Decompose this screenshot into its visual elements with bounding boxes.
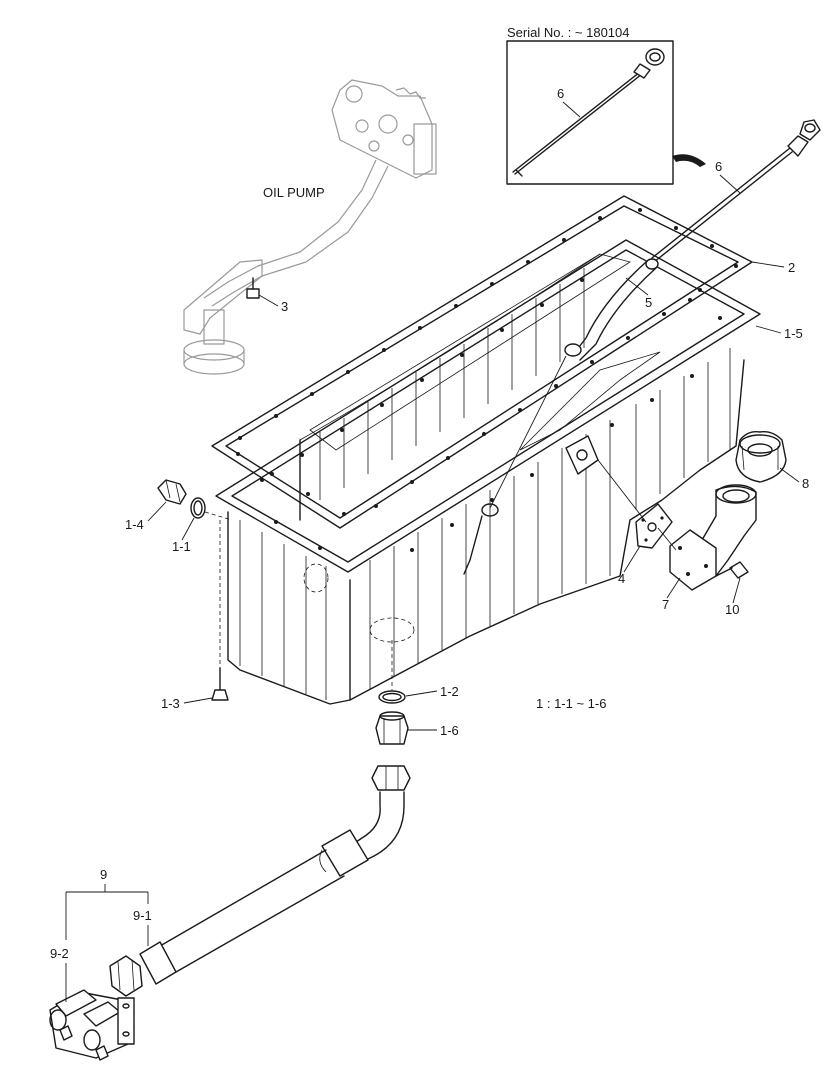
callout-7: 7 <box>662 597 669 612</box>
callout-2: 2 <box>788 260 795 275</box>
inset-arrow <box>672 154 706 167</box>
serial-label: Serial No. : ~ 180104 <box>507 25 630 40</box>
callout-10: 10 <box>725 602 739 617</box>
hose-9: 9 9-1 9-2 <box>49 765 411 1061</box>
oring-1-2: 1-2 <box>378 640 459 704</box>
callout-1-3: 1-3 <box>161 696 180 711</box>
legend-text: 1 : 1-1 ~ 1-6 <box>536 696 606 711</box>
oil-pump: OIL PUMP <box>183 79 437 375</box>
plug-1-4: 1-4 <box>125 479 187 532</box>
guide-tube-5: 5 <box>489 258 659 509</box>
callout-3: 3 <box>281 299 288 314</box>
callout-5: 5 <box>645 295 652 310</box>
callout-1-2: 1-2 <box>440 684 459 699</box>
pan-inner-ribs <box>319 268 585 500</box>
serial-inset: Serial No. : ~ 180104 6 <box>506 25 706 185</box>
oil-pan-1-5: 1-5 <box>215 239 803 705</box>
callout-6: 6 <box>715 159 722 174</box>
callout-8: 8 <box>802 476 809 491</box>
gasket-4: 4 <box>597 459 677 586</box>
oring-1-1: 1-1 <box>172 497 233 554</box>
callout-4: 4 <box>618 571 625 586</box>
filler-cap-8: 8 <box>735 430 809 491</box>
filler-neck-7: 7 <box>662 484 757 612</box>
callout-9-2: 9-2 <box>50 946 69 961</box>
callout-9: 9 <box>100 867 107 882</box>
inset-dipstick <box>512 48 665 177</box>
oil-pump-label: OIL PUMP <box>263 185 325 200</box>
callout-1-5: 1-5 <box>784 326 803 341</box>
callout-1-6: 1-6 <box>440 723 459 738</box>
serial-box-frame <box>506 40 674 185</box>
callout-1-4: 1-4 <box>125 517 144 532</box>
dipstick-6: 6 <box>651 119 821 263</box>
bolt-1-3: 1-3 <box>161 520 229 711</box>
callout-1-1: 1-1 <box>172 539 191 554</box>
bolt-10: 10 <box>715 561 749 617</box>
bolt-3: 3 <box>246 277 288 314</box>
pan-flange-holes <box>260 278 722 552</box>
adapter-1-6: 1-6 <box>375 711 459 745</box>
callout-9-1: 9-1 <box>133 908 152 923</box>
callout-6-inset: 6 <box>557 86 564 101</box>
